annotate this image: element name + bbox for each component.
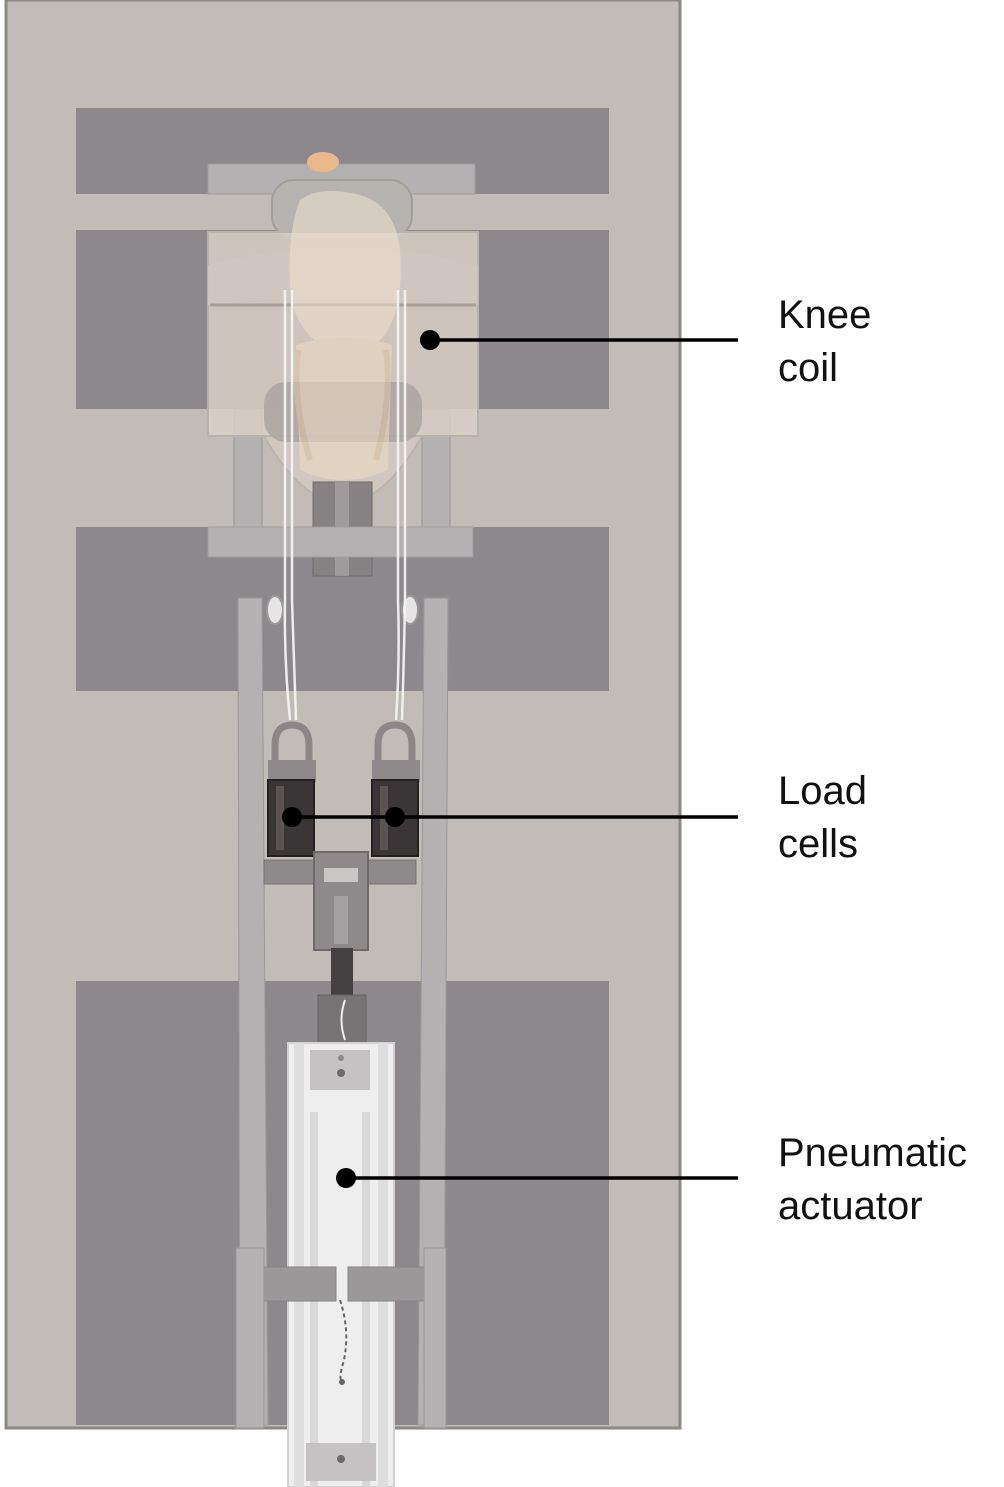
left-load-cell-dot	[282, 807, 302, 827]
knee-bones	[289, 191, 401, 480]
pneumatic-actuator	[287, 1042, 395, 1487]
lower-crossbar-right	[347, 1266, 429, 1302]
piston-rod	[331, 948, 353, 998]
right-load-cell-dot	[385, 807, 405, 827]
knee-coil-label-line1: Knee	[778, 293, 871, 337]
left-pulley	[266, 595, 284, 625]
actuator-label-line2: actuator	[778, 1184, 923, 1228]
left-rail	[237, 597, 269, 1426]
actuator-label-line1: Pneumatic	[778, 1131, 967, 1175]
load-cell-shackles	[271, 721, 416, 762]
middle-crossbar	[207, 526, 474, 558]
patella-top	[307, 152, 339, 172]
cables	[283, 290, 407, 721]
lower-crossbar-left	[257, 1266, 337, 1302]
knee-coil-label-line2: coil	[778, 346, 838, 390]
leader-lines	[292, 338, 738, 1180]
actuator-dot	[336, 1168, 356, 1188]
load-cells-label-line1: Load	[778, 769, 867, 813]
load-cells-label-line2: cells	[778, 822, 858, 866]
knee-coil-dot	[420, 330, 440, 350]
